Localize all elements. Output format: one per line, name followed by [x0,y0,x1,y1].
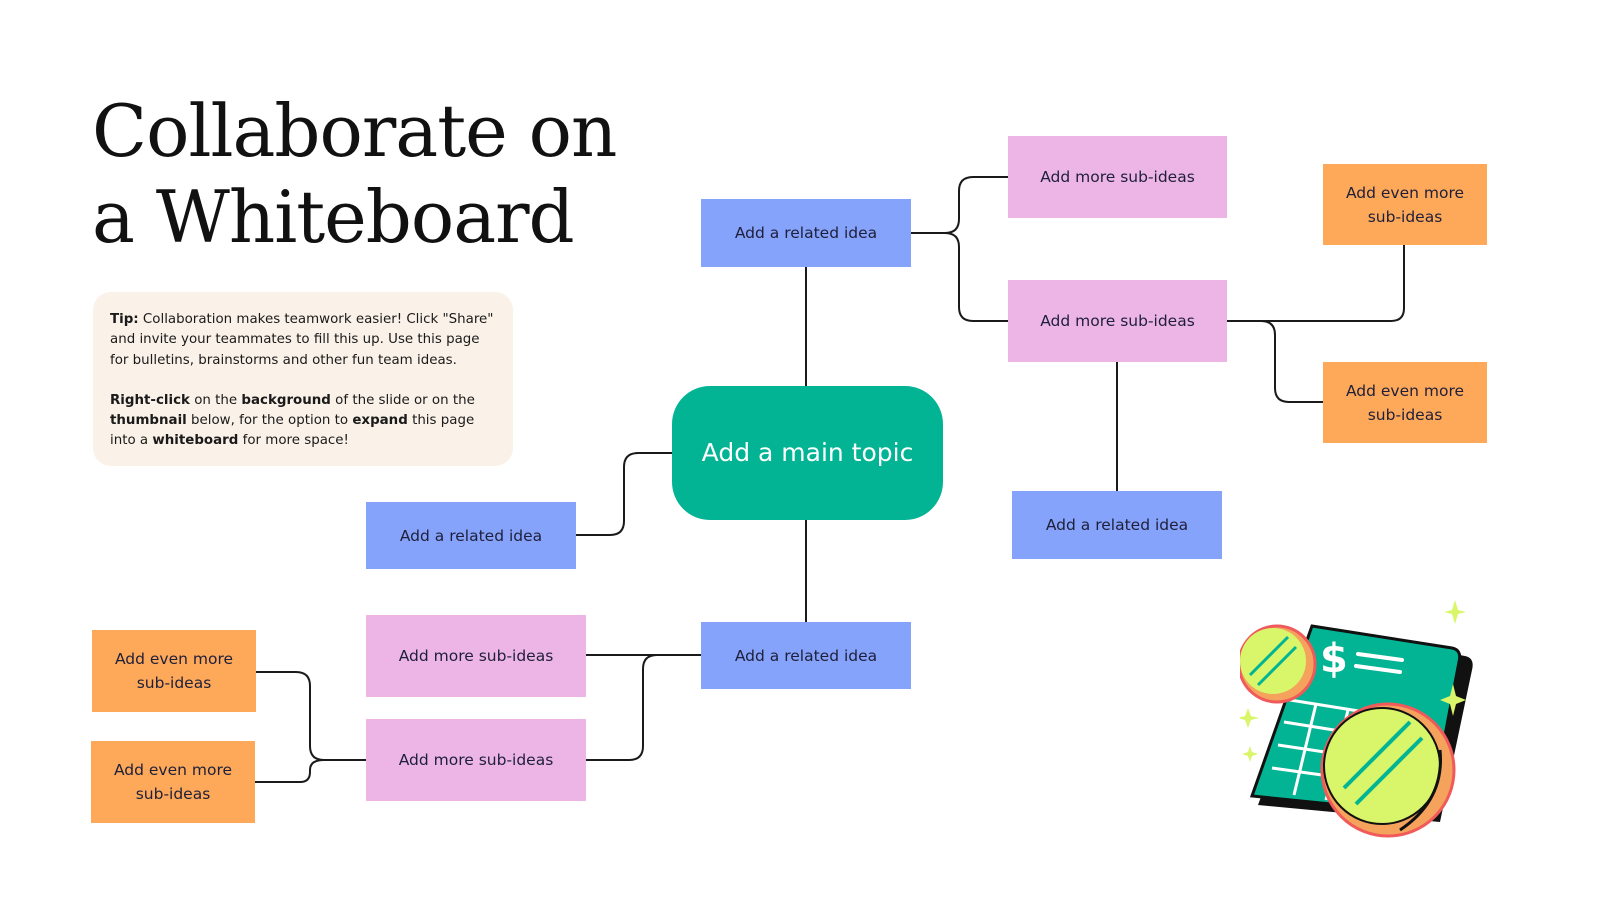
related-idea-bottom[interactable]: Add a related idea [701,622,911,689]
tip-text-segment: on the [189,392,242,408]
tip-bold-thumbnail: thumbnail [110,413,187,429]
title-line-1: Collaborate on [92,89,617,173]
tip-bold-background: background [241,392,331,408]
even-more-idea-bottom-2[interactable]: Add even more sub-ideas [91,741,255,823]
connector-sub-to-even-left-2 [255,759,366,783]
dollar-sign-icon: $ [1320,636,1348,682]
even-more-idea-bottom-1[interactable]: Add even more sub-ideas [92,630,256,712]
tip-text-segment: for more space! [238,433,349,449]
sub-idea-bottom-1[interactable]: Add more sub-ideas [366,615,586,697]
connector-main-to-left [576,452,672,536]
tip-label: Tip: [110,312,139,327]
page-title: Collaborate on a Whiteboard [92,88,617,260]
tip-text: Collaboration makes teamwork easier! Cli… [110,312,494,368]
money-bill-coins-icon: $ [1240,600,1473,838]
connector-sub-to-even-2 [1227,320,1323,403]
connector-bottom-to-sub-2 [586,654,701,761]
tip-text-segment: of the slide or on the [330,392,475,408]
main-topic-node[interactable]: Add a main topic [672,386,943,520]
connector-top-to-sub-2 [911,232,1008,322]
tip-bold-whiteboard: whiteboard [152,433,239,449]
even-more-idea-top-1[interactable]: Add even more sub-ideas [1323,164,1487,245]
sub-idea-top-2[interactable]: Add more sub-ideas [1008,280,1227,362]
sub-idea-top-1[interactable]: Add more sub-ideas [1008,136,1227,218]
title-line-2: a Whiteboard [92,175,575,259]
tip-paragraph-2: Right-click on the background of the sli… [110,391,497,452]
tip-bold-expand: expand [352,413,408,429]
tip-text-segment: below, for the option to [186,413,353,429]
related-idea-right[interactable]: Add a related idea [1012,491,1222,559]
connector-sub-to-even-1 [1227,245,1405,322]
tip-paragraph-1: Tip: Collaboration makes teamwork easier… [110,310,497,371]
related-idea-top[interactable]: Add a related idea [701,199,911,267]
related-idea-left[interactable]: Add a related idea [366,502,576,569]
even-more-idea-top-2[interactable]: Add even more sub-ideas [1323,362,1487,443]
sub-idea-bottom-2[interactable]: Add more sub-ideas [366,719,586,801]
tip-box: Tip: Collaboration makes teamwork easier… [93,292,513,466]
connector-sub-to-even-left-1 [256,671,366,761]
connector-top-to-sub-1 [911,176,1008,234]
tip-text-segment: this page into a [110,413,475,449]
tip-bold-right-click: Right-click [110,392,190,408]
